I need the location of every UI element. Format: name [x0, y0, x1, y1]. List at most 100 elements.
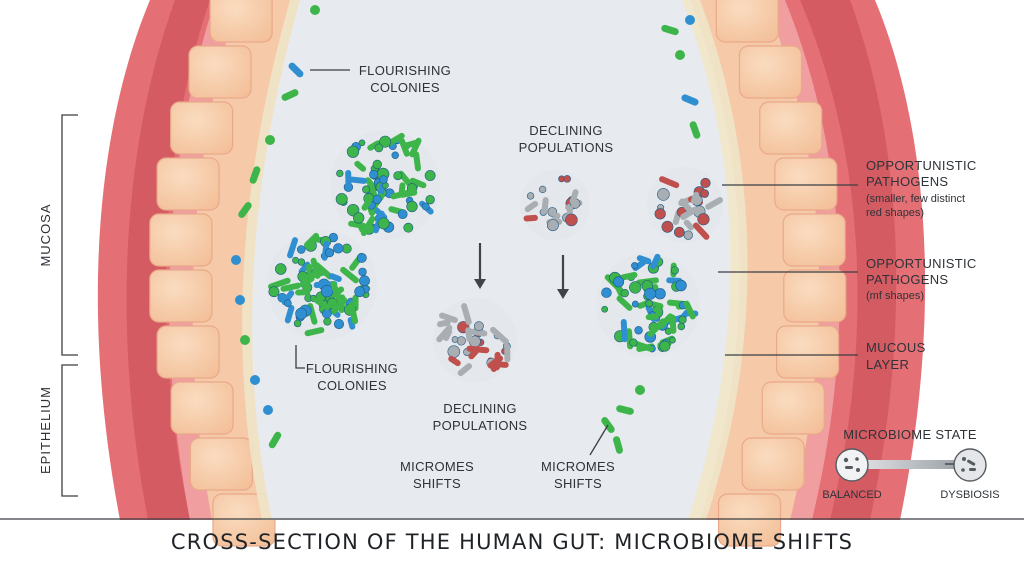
microbe-rod [466, 345, 490, 354]
legend-dysbiosis-icon [953, 448, 987, 482]
micromes-left-label-line1: MICROMES [400, 459, 474, 474]
microbe-rod [345, 169, 352, 190]
microbe-rod [284, 304, 295, 324]
microbe-rod [348, 176, 367, 184]
microbe-coccus [673, 226, 685, 238]
microbe-coccus [293, 319, 302, 328]
microbe-coccus [354, 286, 366, 298]
legend-title: MICROBIOME STATE [843, 427, 977, 442]
microbe-coccus [456, 336, 466, 346]
microbe-coccus [424, 170, 436, 181]
microbe-rod [354, 160, 367, 172]
microbe-coccus [669, 336, 676, 344]
microbe-rod [647, 318, 666, 338]
opportunistic-1-label-line2: PATHOGENS [866, 174, 948, 189]
microbe-rod [620, 319, 628, 343]
microbe-coccus [447, 345, 461, 358]
declining-top-label-line2: POPULATIONS [519, 140, 614, 155]
gut-lumen [252, 0, 731, 520]
epithelial-cell [774, 157, 838, 211]
microbe-rod [523, 214, 538, 222]
opportunistic-1-note-line2: red shapes) [866, 207, 924, 219]
micromes-left-label-line2: SHIFTS [413, 476, 461, 491]
microbe-rod [645, 313, 659, 321]
microbe-rod [679, 198, 693, 213]
microbe-coccus [333, 243, 344, 254]
microbe-rod [367, 140, 381, 151]
leader-flourishing-bottom [295, 345, 305, 369]
microbe-coccus [346, 145, 360, 158]
diagram-title: CROSS-SECTION OF THE HUMAN GUT: MICROBIO… [170, 530, 854, 554]
opportunistic-pathogen-cluster [647, 167, 723, 243]
legend-balanced-icon [835, 448, 869, 482]
microbe-coccus [526, 192, 535, 200]
flourishing-bottom-label-line1: FLOURISHING [306, 361, 398, 376]
microbe-rod [304, 327, 325, 337]
microbe-coccus [268, 286, 280, 298]
microbe-coccus [335, 193, 348, 206]
microbe-coccus [697, 213, 710, 226]
microbe-coccus [250, 375, 260, 385]
flourishing-colony-top [330, 130, 440, 240]
microbe-rod [490, 326, 509, 345]
microbe-coccus [231, 255, 241, 265]
epithelial-cell [717, 493, 782, 547]
microbe-coccus [620, 289, 629, 298]
microbe-coccus [362, 185, 371, 194]
microbe-clusters [231, 5, 723, 454]
mucous-layer-label-line2: LAYER [866, 357, 909, 372]
epithelial-cell [156, 325, 220, 379]
mucous-layer-label-line1: MUCOUS [866, 340, 926, 355]
microbe-rod [281, 89, 299, 101]
microbe-rod [692, 222, 710, 240]
microbe-rod [348, 220, 367, 229]
epithelial-cell [149, 213, 213, 267]
microbe-coccus [670, 266, 679, 275]
microbe-coccus [359, 275, 370, 287]
microbe-rod [348, 302, 359, 325]
microbe-rod [619, 271, 638, 281]
right-wall-colony [596, 253, 700, 357]
microbe-rod [524, 200, 539, 213]
down-arrow-right [557, 255, 569, 299]
microbe-rod [249, 166, 261, 184]
microbe-rod [330, 281, 343, 302]
microbe-rod [306, 269, 327, 280]
microbe-coccus [295, 307, 308, 320]
microbe-coccus [473, 321, 484, 332]
microbe-coccus [425, 195, 435, 205]
microbe-coccus [654, 288, 666, 300]
microbe-coccus [451, 336, 459, 343]
microbe-coccus [333, 318, 345, 330]
microbe-coccus [284, 299, 292, 307]
epithelial-cell [741, 437, 805, 491]
opportunistic-2-label-line2: PATHOGENS [866, 272, 948, 287]
right-muscularis-inner [800, 0, 897, 520]
microbe-coccus [356, 252, 367, 263]
microbe-rod [616, 405, 634, 415]
declining-population-bottom [433, 298, 517, 382]
microbe-coccus [397, 209, 408, 219]
microbe-rod [436, 319, 451, 328]
microbe-rod [636, 255, 652, 265]
microbe-coccus [565, 213, 578, 227]
microbe-coccus [379, 135, 392, 148]
epithelial-cell [738, 45, 803, 99]
microbe-coccus [644, 287, 657, 300]
microbe-coccus [341, 243, 352, 254]
microbe-rod [313, 297, 331, 311]
microbe-rod [616, 295, 633, 311]
epithelial-cell [782, 213, 846, 267]
microbe-coccus [538, 185, 547, 194]
microbe-coccus [372, 194, 382, 204]
microbe-rod [280, 282, 301, 292]
microbe-rod [650, 253, 661, 270]
microbe-coccus [678, 315, 687, 324]
microbe-coccus [369, 169, 379, 180]
microbe-rod [689, 121, 701, 139]
microbe-rod [448, 355, 461, 367]
microbe-rod [705, 197, 723, 210]
microbe-rod [465, 327, 473, 343]
microbe-rod [613, 436, 623, 454]
microbe-rod [683, 219, 694, 231]
